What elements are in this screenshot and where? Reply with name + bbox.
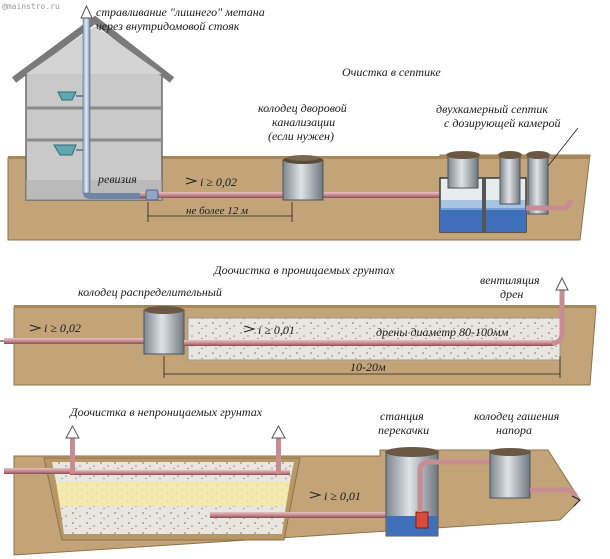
house — [11, 15, 175, 201]
middle-section: Доочистка в проницаемых грунтах колодец … — [0, 263, 597, 386]
distribution-well-label: колодец распределительный — [78, 285, 222, 299]
bottom-collector-pipe — [210, 512, 388, 518]
drain-diameter-label: дрены диаметр 80-100мм — [376, 325, 509, 339]
filter-vent-arrow-right — [271, 424, 286, 439]
middle-length-label: 10-20м — [350, 360, 386, 374]
filter-sand-layer — [56, 482, 290, 506]
pump-station — [385, 447, 500, 537]
drain-pipe — [184, 340, 554, 346]
pump-body — [415, 511, 429, 529]
septic-label-line1: двухкамерный септик — [436, 102, 548, 116]
top-section: стравливание "лишнего" метана через внут… — [7, 4, 591, 241]
riser-vent-arrow — [80, 4, 93, 19]
yard-well-label-line1: колодец дворовой — [258, 101, 347, 115]
pump-label-line1: станция — [380, 409, 424, 423]
septic-tank — [439, 151, 573, 233]
filter-gravel-bottom — [60, 506, 286, 534]
damper-label-line2: напора — [496, 423, 532, 437]
middle-section-title: Доочистка в проницаемых грунтах — [213, 263, 395, 277]
septic-leader-line — [547, 127, 579, 167]
riser-pipe — [82, 17, 91, 194]
top-distance-label: не более 12 м — [186, 205, 248, 217]
top-slope-label: i ≥ 0,02 — [200, 175, 237, 189]
methane-note-line2: через внутридомовой стояк — [96, 19, 240, 33]
bottom-inlet-pipe — [4, 468, 70, 474]
filter-vent-arrow-left — [65, 424, 80, 439]
yard-well — [282, 155, 324, 201]
yard-well-label-line3: (если нужен) — [268, 129, 334, 143]
middle-inlet-pipe — [4, 338, 148, 344]
bottom-section: Доочистка в непроницаемых грунтах i ≥ 0,… — [4, 405, 581, 556]
methane-note-line1: стравливание "лишнего" метана — [96, 5, 265, 19]
drain-vent-arrow — [555, 276, 569, 291]
septic-label-line2: с дозирующей камерой — [444, 116, 561, 130]
pressure-damping-well — [489, 448, 581, 507]
bottom-section-title: Доочистка в непроницаемых грунтах — [69, 405, 263, 419]
bottom-slope-label: i ≥ 0,01 — [324, 489, 361, 503]
middle-slope-drain-label: i ≥ 0,01 — [258, 323, 295, 337]
yard-well-label-line2: канализации — [272, 115, 335, 129]
top-slope-arrow — [185, 177, 198, 185]
pump-label-line2: перекачки — [378, 423, 429, 437]
revision-label: ревизия — [97, 172, 137, 186]
top-section-title: Очистка в септике — [342, 65, 441, 79]
damper-label-line1: колодец гашения — [474, 409, 560, 423]
vent-label-line2: дрен — [500, 287, 523, 301]
vent-label-line1: вентиляция — [480, 273, 540, 287]
distribution-well — [143, 306, 185, 355]
middle-slope-in-label: i ≥ 0,02 — [44, 321, 81, 335]
watermark: @mainstro.ru — [2, 2, 60, 11]
